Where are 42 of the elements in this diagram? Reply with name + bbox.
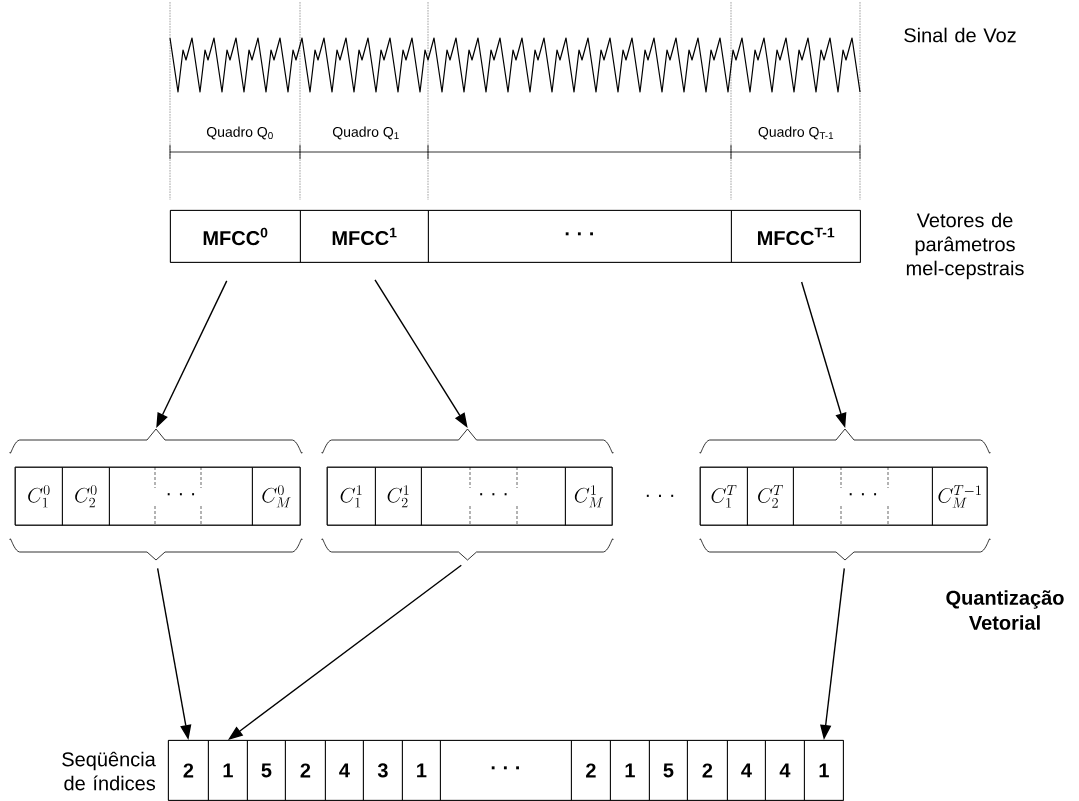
frame-label: Quadro Q$_{0}$	[206, 126, 273, 140]
vector-cell: MFCC$^{T-1}$	[731, 210, 861, 263]
index-cell: 5	[247, 740, 286, 801]
coefficient-cell: $C^{T}_{1}$	[700, 467, 748, 526]
index-cell: 5	[649, 740, 688, 801]
coefficient-cell: $C^{1}_{1}$	[327, 467, 376, 526]
ellipsis-cell: · · ·	[421, 466, 566, 526]
step-label: Quantização Vetorial	[946, 590, 1064, 630]
text-label: Sinal de Voz	[904, 27, 1016, 43]
index-cell: 4	[727, 740, 766, 801]
frame-label: Quadro Q$_{1}$	[332, 126, 399, 140]
index-cell: 1	[402, 740, 441, 801]
index-cell: 2	[285, 740, 326, 801]
index-cell: 4	[325, 740, 364, 801]
index-cell: 2	[687, 740, 728, 801]
index-cell: 1	[804, 740, 844, 801]
ellipsis-cell: · · ·	[793, 466, 933, 526]
braced-vector	[321, 428, 614, 561]
vector-cell: MFCC$^{1}$	[300, 210, 429, 263]
index-cell: 1	[208, 740, 248, 801]
frame-label: Quadro Q$_{T-1}$	[758, 126, 834, 140]
vector-cell: · · ·	[428, 210, 732, 263]
ellipsis-cell: · · ·	[109, 466, 253, 526]
index-cell: · · ·	[440, 740, 572, 801]
coefficient-cell: $C^{1}_{2}$	[375, 467, 422, 526]
index-cell: 2	[168, 740, 209, 801]
coefficient-cell: $C^{T-1}_{M}$	[932, 467, 988, 526]
ellipsis: · · ·	[646, 494, 674, 497]
vector-cell: MFCC$^{0}$	[170, 210, 301, 263]
side-label: Seqüência de índices	[62, 751, 156, 791]
coefficient-cell: $C^{0}_{M}$	[252, 467, 301, 526]
braced-vector	[9, 428, 303, 561]
index-cell: 1	[610, 740, 650, 801]
index-cell: 4	[765, 740, 805, 801]
coefficient-cell: $C^{1}_{M}$	[565, 467, 613, 526]
coefficient-cell: $C^{0}_{2}$	[62, 467, 110, 526]
index-cell: 2	[571, 740, 611, 801]
index-cell: 3	[363, 740, 403, 801]
side-label: Vetores de parâmetros mel-cepstrais	[906, 212, 1024, 280]
braced-vector	[699, 428, 991, 561]
coefficient-cell: $C^{0}_{1}$	[15, 467, 63, 526]
coefficient-cell: $C^{T}_{2}$	[747, 467, 794, 526]
